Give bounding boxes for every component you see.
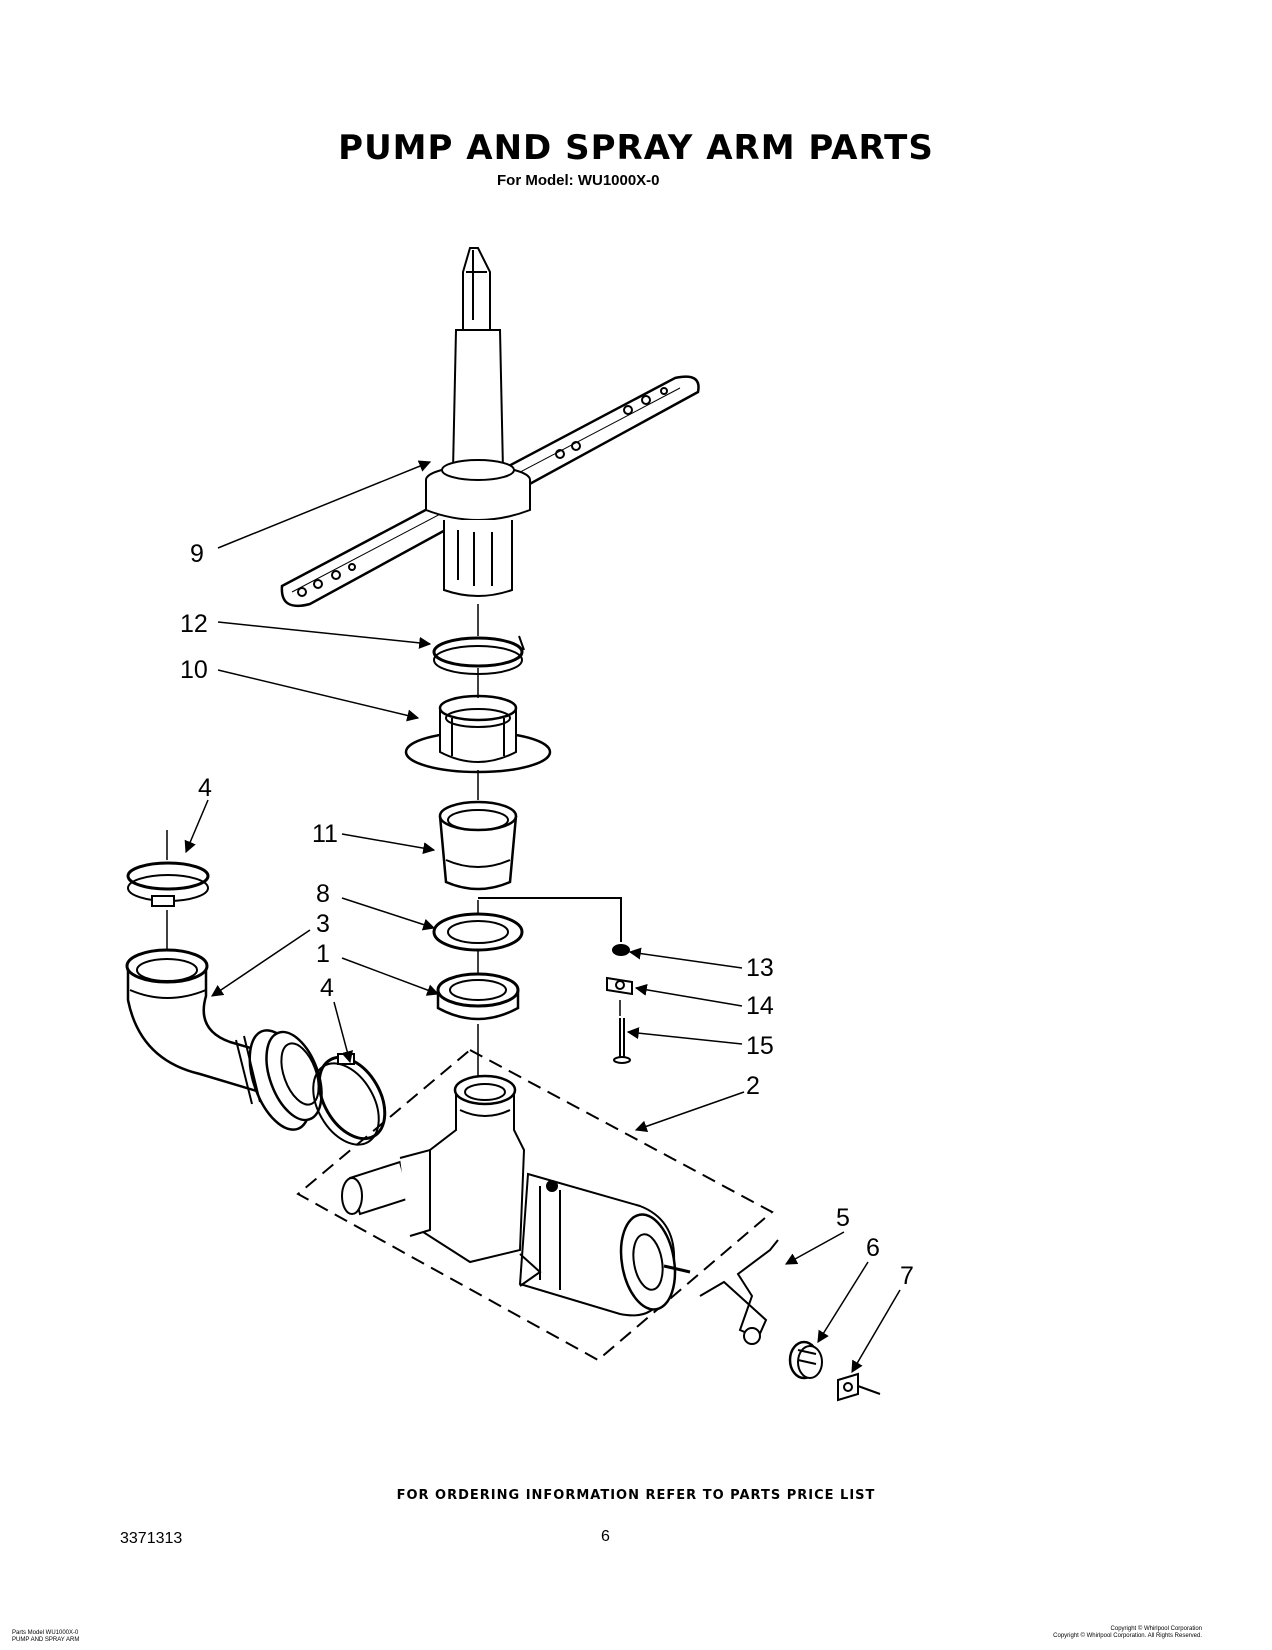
nut-part-6 <box>788 1340 823 1380</box>
callout-8: 8 <box>316 880 330 908</box>
clamp-part-4-upper <box>126 861 210 907</box>
bracket-part-5 <box>699 1239 779 1345</box>
footer-small-left-line2: PUMP AND SPRAY ARM <box>12 1637 80 1643</box>
model-subtitle: For Model: WU1000X-0 <box>497 172 660 189</box>
footer-copyright-line2: Copyright © Whirlpool Corporation. All R… <box>1053 1633 1202 1639</box>
callout-3: 3 <box>316 910 330 938</box>
callout-9: 9 <box>190 540 204 568</box>
assembly-axis <box>166 604 621 1076</box>
retaining-ring-part-12 <box>432 635 525 675</box>
page-title: PUMP AND SPRAY ARM PARTS <box>338 128 934 168</box>
callout-15: 15 <box>746 1032 774 1060</box>
hose-part-3 <box>125 948 323 1131</box>
callout-12: 12 <box>180 610 208 638</box>
housing-part-10 <box>404 694 552 774</box>
footer-copyright-line1: Copyright © Whirlpool Corporation <box>1110 1626 1202 1632</box>
page-number: 6 <box>601 1528 610 1545</box>
spray-arm-part-9 <box>280 247 700 608</box>
callout-4-lower: 4 <box>320 974 334 1002</box>
callout-4-upper: 4 <box>198 774 212 802</box>
callout-7: 7 <box>900 1262 914 1290</box>
seal-part-1 <box>436 972 520 1021</box>
hardware-parts-13-15 <box>478 897 633 1064</box>
filter-part-11 <box>438 800 518 891</box>
callout-11: 11 <box>312 820 338 848</box>
seal-part-8 <box>432 912 524 952</box>
callout-1: 1 <box>316 940 330 968</box>
callout-labels: 9 12 10 4 11 8 3 1 4 13 14 15 2 5 6 7 <box>180 540 914 1290</box>
callout-13: 13 <box>746 954 774 982</box>
callout-10: 10 <box>180 656 208 684</box>
ordering-note: FOR ORDERING INFORMATION REFER TO PARTS … <box>396 1488 876 1503</box>
callout-14: 14 <box>746 992 774 1020</box>
washer-part-7 <box>837 1372 881 1402</box>
footer-copyright: Copyright © Whirlpool Corporation Copyri… <box>1053 1626 1202 1640</box>
callout-5: 5 <box>836 1204 850 1232</box>
callout-2: 2 <box>746 1072 760 1100</box>
leader-lines <box>184 460 901 1374</box>
pump-motor-part-2 <box>296 1048 774 1362</box>
footer-small-left-line1: Parts Model WU1000X-0 <box>12 1630 79 1636</box>
footer-small-left: Parts Model WU1000X-0 PUMP AND SPRAY ARM <box>12 1630 79 1644</box>
callout-6: 6 <box>866 1234 880 1262</box>
document-number: 3371313 <box>120 1530 183 1547</box>
